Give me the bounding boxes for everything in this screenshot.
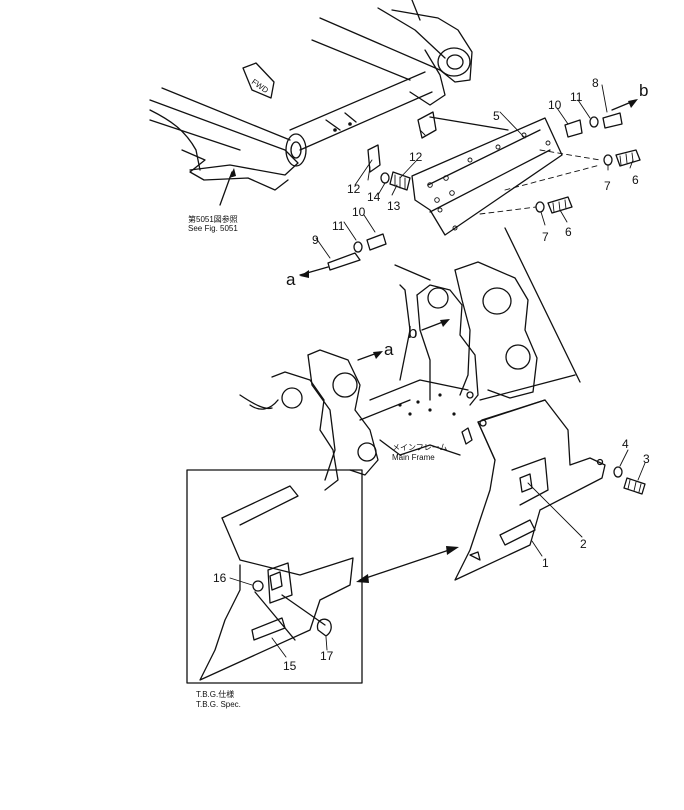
callout-4: 4	[622, 437, 629, 451]
main-frame: メインフレーム Main Frame	[239, 261, 538, 491]
svg-text:FWD: FWD	[250, 77, 270, 95]
callout-16: 16	[213, 571, 227, 585]
figure-reference-jp: 第5051図参照	[188, 214, 238, 224]
under-cover-1	[454, 399, 606, 581]
callout-3: 3	[643, 452, 650, 466]
callout-11-left: 11	[332, 219, 345, 233]
arrow-label-a-left: a	[286, 270, 296, 289]
arrow-label-b-frame: b	[408, 323, 417, 342]
bolt-3	[613, 466, 646, 495]
tbg-spec-label-jp: T.B.G.仕様	[196, 689, 234, 699]
callout-10-left: 10	[352, 205, 366, 219]
link-9	[327, 233, 387, 271]
arrow-b-frame	[421, 319, 450, 331]
double-arrow-alternative	[356, 546, 459, 583]
callout-12-lower: 12	[347, 182, 361, 196]
callout-9: 9	[312, 233, 319, 247]
arrow-a-left	[299, 266, 329, 278]
arrow-b-right	[611, 99, 638, 111]
callout-1: 1	[542, 556, 549, 570]
angle-bracket-12b	[417, 111, 437, 139]
callout-6-lower: 6	[565, 225, 572, 239]
callout-2: 2	[580, 537, 587, 551]
callout-17: 17	[320, 649, 334, 663]
bolt-10-right	[564, 112, 623, 138]
tbg-spec-inset	[186, 469, 363, 684]
main-frame-label-en: Main Frame	[392, 453, 435, 462]
callout-11-right: 11	[570, 90, 583, 104]
upper-cover-plate	[411, 117, 563, 236]
callout-13: 13	[387, 199, 401, 213]
arrow-label-b-right: b	[639, 81, 648, 100]
callout-8: 8	[592, 76, 599, 90]
callout-7-upper: 7	[604, 179, 611, 193]
callout-leaders	[229, 84, 646, 658]
lift-arm-assembly: FWD	[149, 0, 473, 206]
callout-7-lower: 7	[542, 230, 549, 244]
arrow-a-frame	[357, 351, 383, 361]
fwd-tag: FWD	[242, 62, 275, 99]
arrow-label-a-frame: a	[384, 340, 394, 359]
figure-reference-en: See Fig. 5051	[188, 224, 238, 233]
tbg-spec-label-en: T.B.G. Spec.	[196, 700, 241, 709]
main-frame-label-jp: メインフレーム	[392, 443, 448, 452]
bolt-6-upper	[603, 149, 641, 167]
callout-10-right: 10	[548, 98, 562, 112]
callout-14: 14	[367, 190, 381, 204]
callout-5: 5	[493, 109, 500, 123]
callout-6-upper: 6	[632, 173, 639, 187]
bolt-6-lower	[535, 196, 573, 214]
callout-15: 15	[283, 659, 297, 673]
callout-12-upper: 12	[409, 150, 423, 164]
